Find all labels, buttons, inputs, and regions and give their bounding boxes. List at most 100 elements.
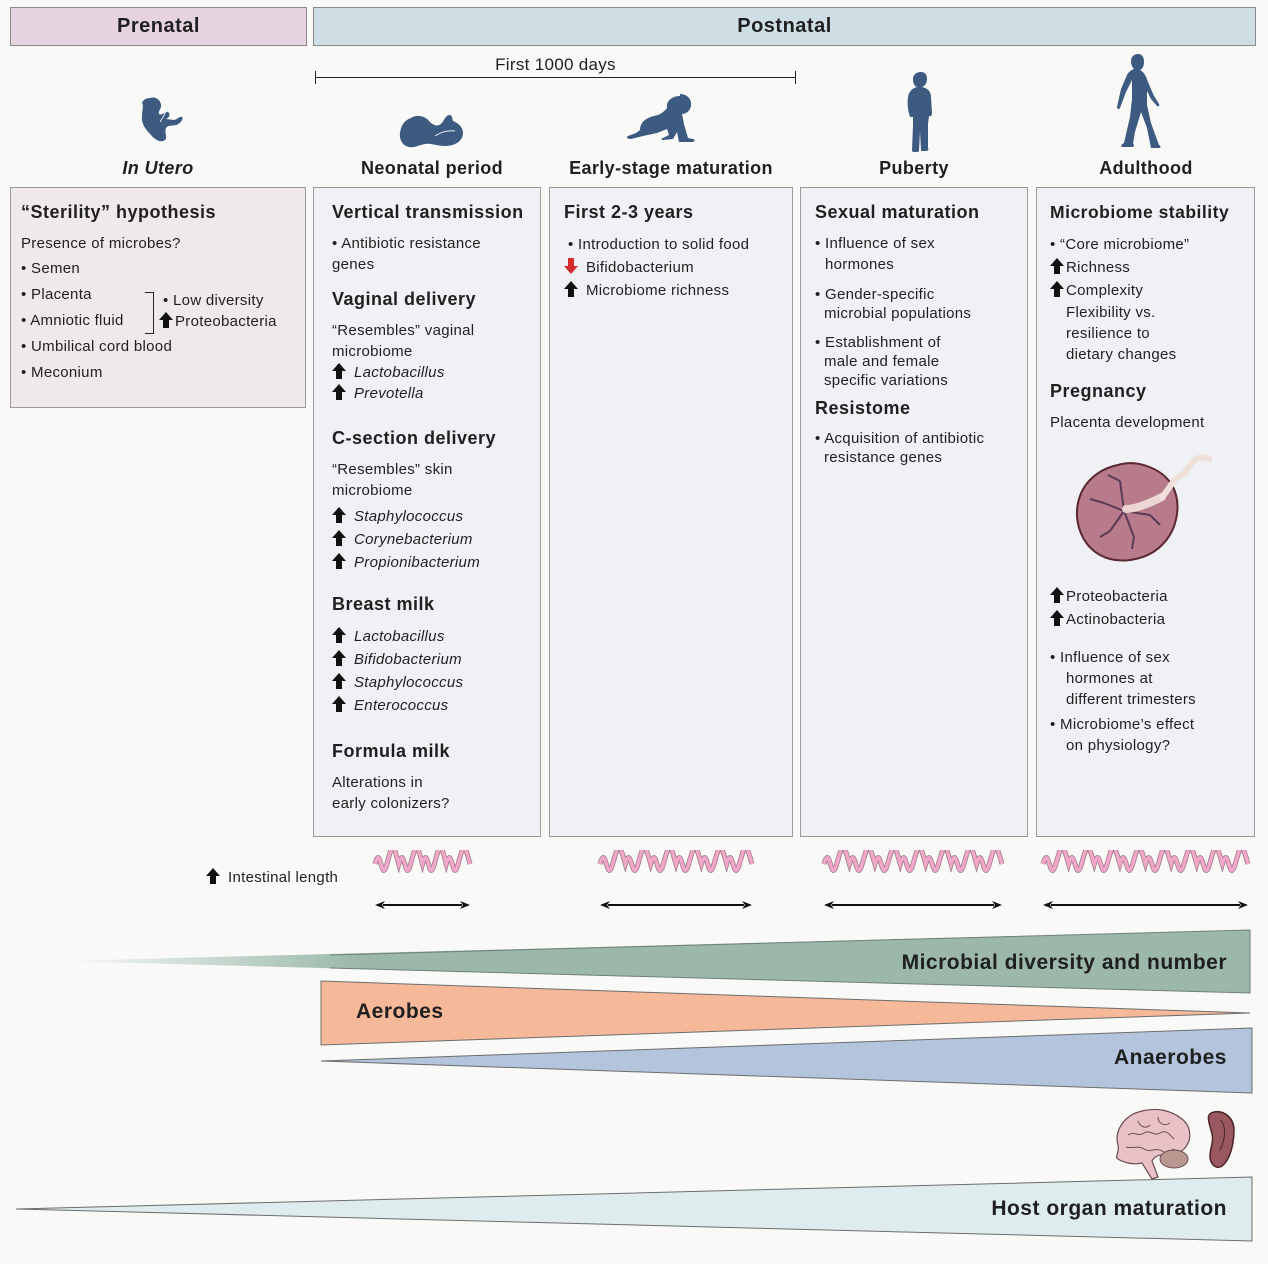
microbiome-stability-title: Microbiome stability	[1050, 202, 1230, 222]
adult-bullet: • “Core microbiome”	[1050, 236, 1190, 253]
intestine-wave	[822, 850, 1004, 873]
first-1000-days-span: First 1000 days	[315, 55, 796, 89]
puberty-bullet: • Influence of sex hormones	[815, 235, 935, 273]
flex-text: Flexibility vs.	[1066, 304, 1156, 321]
csection-desc: “Resembles” skin	[332, 461, 453, 478]
sexual-maturation-title: Sexual maturation	[815, 202, 980, 222]
diversity-label: Microbial diversity and number	[901, 951, 1227, 974]
arrow-up-icon	[1050, 281, 1064, 297]
taxon-item: Lactobacillus	[332, 362, 530, 383]
pregnancy-up-item: Actinobacteria	[1050, 608, 1244, 631]
adult-walking-icon	[1117, 54, 1161, 148]
pregnancy-desc: Placenta development	[1050, 414, 1205, 431]
taxon-item: Corynebacterium	[332, 528, 530, 551]
taxon-item: Staphylococcus	[332, 505, 530, 528]
puberty-bullet: • Establishment of male and female speci…	[815, 334, 949, 389]
first-1000-days-label: First 1000 days	[495, 55, 616, 74]
vaginal-desc-cont: microbiome	[332, 343, 413, 360]
timespan-line	[315, 77, 796, 78]
csection-title: C-section delivery	[332, 428, 497, 448]
list-item: • Semen	[21, 260, 81, 277]
length-double-arrow	[600, 901, 752, 909]
arrow-up-icon	[564, 281, 578, 297]
formula-desc: Alterations in	[332, 774, 423, 791]
pregnancy-title: Pregnancy	[1050, 381, 1147, 401]
taxon-item: Bifidobacterium	[332, 648, 530, 671]
intestine-waves	[372, 850, 1251, 909]
note-low-diversity: • Low diversity	[163, 292, 264, 309]
taxon-item: Enterococcus	[332, 694, 530, 717]
flex-text: resilience to	[1066, 325, 1150, 342]
pregnancy-bullet: • Microbiome’s effect on physiology?	[1050, 716, 1195, 754]
flex-text: dietary changes	[1066, 346, 1177, 363]
vertical-item: • Antibiotic resistance	[332, 235, 481, 252]
formula-milk-title: Formula milk	[332, 741, 451, 761]
taxon-item: Lactobacillus	[332, 625, 530, 648]
bracket	[145, 292, 154, 334]
early-up-item: Microbiome richness	[564, 279, 782, 302]
arrow-down-icon	[564, 258, 578, 274]
stage-label-in-utero: In Utero	[122, 158, 194, 178]
arrow-up-icon	[332, 696, 346, 712]
breast-milk-title: Breast milk	[332, 594, 435, 614]
postnatal-label: Postnatal	[737, 15, 832, 37]
child-standing-icon	[907, 72, 932, 152]
prenatal-label: Prenatal	[117, 15, 200, 37]
intestine-wave	[598, 850, 754, 873]
placenta-icon	[1076, 454, 1212, 562]
early-down-item: Bifidobacterium	[564, 256, 782, 279]
early-stage-box: First 2-3 years • Introduction to solid …	[549, 187, 793, 837]
anaerobes-wedge	[320, 1027, 1253, 1094]
formula-desc-cont: early colonizers?	[332, 795, 450, 812]
arrow-up-icon	[332, 650, 346, 666]
puberty-bullet: • Gender-specific microbial populations	[815, 286, 972, 322]
in-utero-subtitle: Presence of microbes?	[21, 235, 181, 252]
arrow-up-icon	[206, 868, 220, 884]
arrow-up-icon	[159, 312, 173, 328]
intestine-wave	[373, 850, 472, 873]
stage-label-puberty: Puberty	[879, 158, 949, 178]
pregnancy-up-item: Proteobacteria	[1050, 585, 1244, 608]
list-item: • Amniotic fluid	[21, 312, 124, 329]
vertical-transmission-title: Vertical transmission	[332, 202, 524, 222]
early-title: First 2-3 years	[564, 202, 694, 222]
taxon-item: Prevotella	[332, 383, 530, 404]
host-organ-label: Host organ maturation	[991, 1197, 1227, 1220]
crawling-baby-icon	[627, 94, 695, 142]
in-utero-box: “Sterility” hypothesis Presence of micro…	[10, 187, 306, 408]
length-double-arrow	[375, 901, 470, 909]
arrow-up-icon	[332, 384, 346, 400]
anaerobes-label: Anaerobes	[1113, 1046, 1227, 1069]
arrow-up-icon	[332, 363, 346, 379]
arrow-up-icon	[332, 673, 346, 689]
fetus-icon	[141, 97, 183, 142]
pregnancy-bullet: • Influence of sex hormones at different…	[1050, 649, 1196, 708]
note-proteobacteria: Proteobacteria	[159, 311, 277, 332]
adult-up-item: Complexity	[1050, 279, 1244, 302]
list-item: • Placenta	[21, 286, 92, 303]
intestinal-length-label: Intestinal length	[206, 868, 338, 886]
in-utero-title: “Sterility” hypothesis	[21, 202, 217, 222]
arrow-up-icon	[1050, 587, 1064, 603]
intestine-wave	[1041, 850, 1250, 873]
csection-desc-cont: microbiome	[332, 482, 413, 499]
resistome-bullet: • Acquisition of antibiotic resistance g…	[815, 430, 985, 466]
stage-label-adulthood: Adulthood	[1099, 158, 1193, 178]
puberty-box: Sexual maturation • Influence of sex hor…	[800, 187, 1028, 837]
length-double-arrow	[1043, 901, 1248, 909]
arrow-up-icon	[332, 627, 346, 643]
vaginal-desc: “Resembles” vaginal	[332, 322, 475, 339]
early-bullet: • Introduction to solid food	[568, 236, 750, 253]
aerobes-wedge	[320, 980, 1251, 1046]
spleen-icon	[1207, 1110, 1235, 1168]
arrow-up-icon	[332, 530, 346, 546]
adult-up-item: Richness	[1050, 256, 1244, 279]
brain-icon	[1115, 1108, 1191, 1180]
resistome-title: Resistome	[815, 398, 911, 418]
stage-label-neonatal: Neonatal period	[360, 158, 504, 178]
list-item: • Umbilical cord blood	[21, 338, 173, 355]
vaginal-delivery-title: Vaginal delivery	[332, 289, 477, 309]
newborn-icon	[399, 115, 463, 148]
postnatal-band: Postnatal	[313, 7, 1256, 46]
arrow-up-icon	[332, 507, 346, 523]
